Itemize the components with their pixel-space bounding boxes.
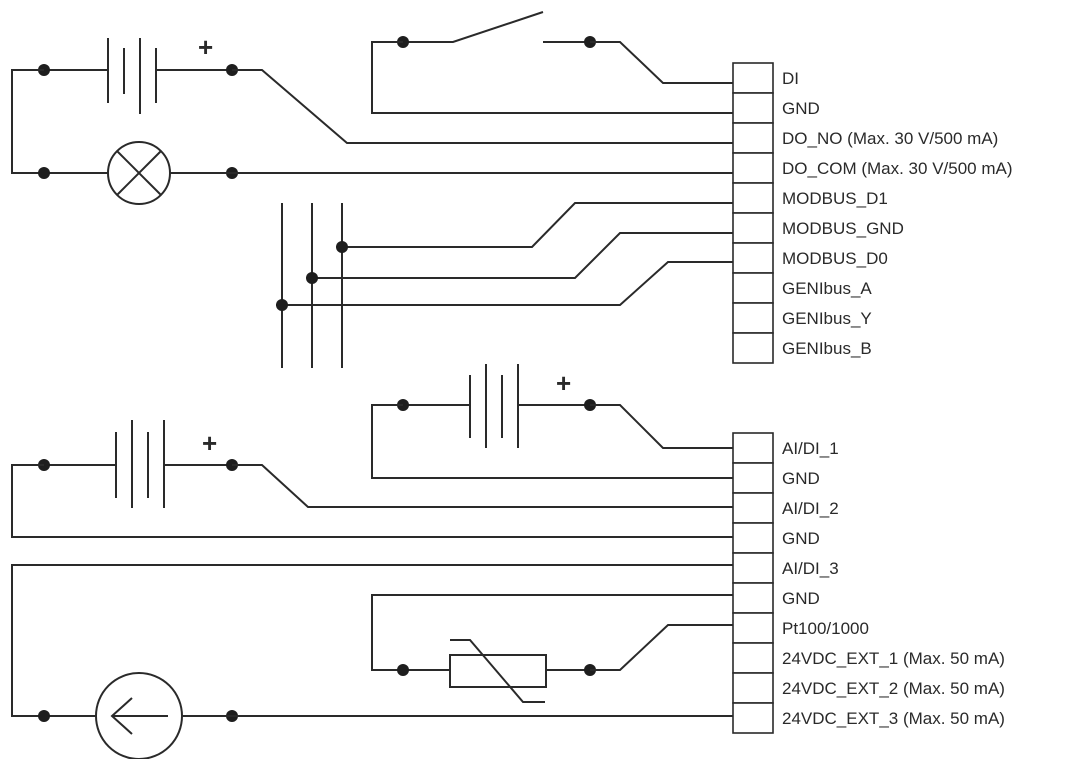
terminal-label: GND: [782, 99, 820, 118]
wire-ai-di-2-gnd: [11, 464, 733, 538]
wire-ai-di-1-gnd: [371, 404, 733, 479]
terminal-label: AI/DI_3: [782, 559, 839, 578]
terminal-label: AI/DI_1: [782, 439, 839, 458]
terminal-label: GENIbus_A: [782, 279, 872, 298]
wire-ai-di-1: [590, 404, 733, 449]
lamp-icon: [38, 141, 238, 205]
wire-do-no: [232, 69, 733, 144]
battery-icon: [38, 38, 238, 114]
terminal-label: GENIbus_Y: [782, 309, 872, 328]
polarity-plus: +: [202, 428, 217, 458]
wire-modbus-gnd: [312, 232, 733, 279]
wire-di: [590, 41, 733, 84]
terminal-block-2: AI/DI_1 GND AI/DI_2 GND AI/DI_3 GND Pt10…: [732, 432, 1005, 734]
wire-pt-gnd: [371, 594, 733, 671]
terminal-label: GND: [782, 529, 820, 548]
terminal-label: Pt100/1000: [782, 619, 869, 638]
terminal-label: 24VDC_EXT_2 (Max. 50 mA): [782, 679, 1005, 698]
terminal-label: MODBUS_D0: [782, 249, 888, 268]
wire-ai-di-3: [11, 564, 733, 717]
terminal-label: DO_COM (Max. 30 V/500 mA): [782, 159, 1013, 178]
terminal-label: DO_NO (Max. 30 V/500 mA): [782, 129, 998, 148]
terminal-block-1: DI GND DO_NO (Max. 30 V/500 mA) DO_COM (…: [732, 62, 1013, 364]
wire-battery-loop: [11, 69, 44, 174]
terminal-label: 24VDC_EXT_3 (Max. 50 mA): [782, 709, 1005, 728]
wire-di-gnd: [371, 41, 733, 114]
terminal-label: AI/DI_2: [782, 499, 839, 518]
polarity-plus: +: [198, 32, 213, 62]
terminal-label: 24VDC_EXT_1 (Max. 50 mA): [782, 649, 1005, 668]
pt-sensor-icon: [397, 639, 596, 703]
battery-icon: [38, 420, 238, 508]
current-source-icon: [38, 672, 238, 759]
polarity-plus: +: [556, 368, 571, 398]
terminal-label: GND: [782, 589, 820, 608]
terminal-label: MODBUS_GND: [782, 219, 904, 238]
bus-lines: [281, 203, 343, 368]
terminal-label: GENIbus_B: [782, 339, 872, 358]
terminal-label: DI: [782, 69, 799, 88]
wire-pt100: [590, 624, 733, 671]
wire-ai-di-2: [232, 464, 733, 508]
wire-modbus-d1: [342, 202, 733, 248]
terminal-label: MODBUS_D1: [782, 189, 888, 208]
terminal-label: GND: [782, 469, 820, 488]
switch-icon: [397, 11, 596, 48]
wire-modbus-d0: [276, 261, 733, 306]
battery-icon: [397, 364, 596, 448]
